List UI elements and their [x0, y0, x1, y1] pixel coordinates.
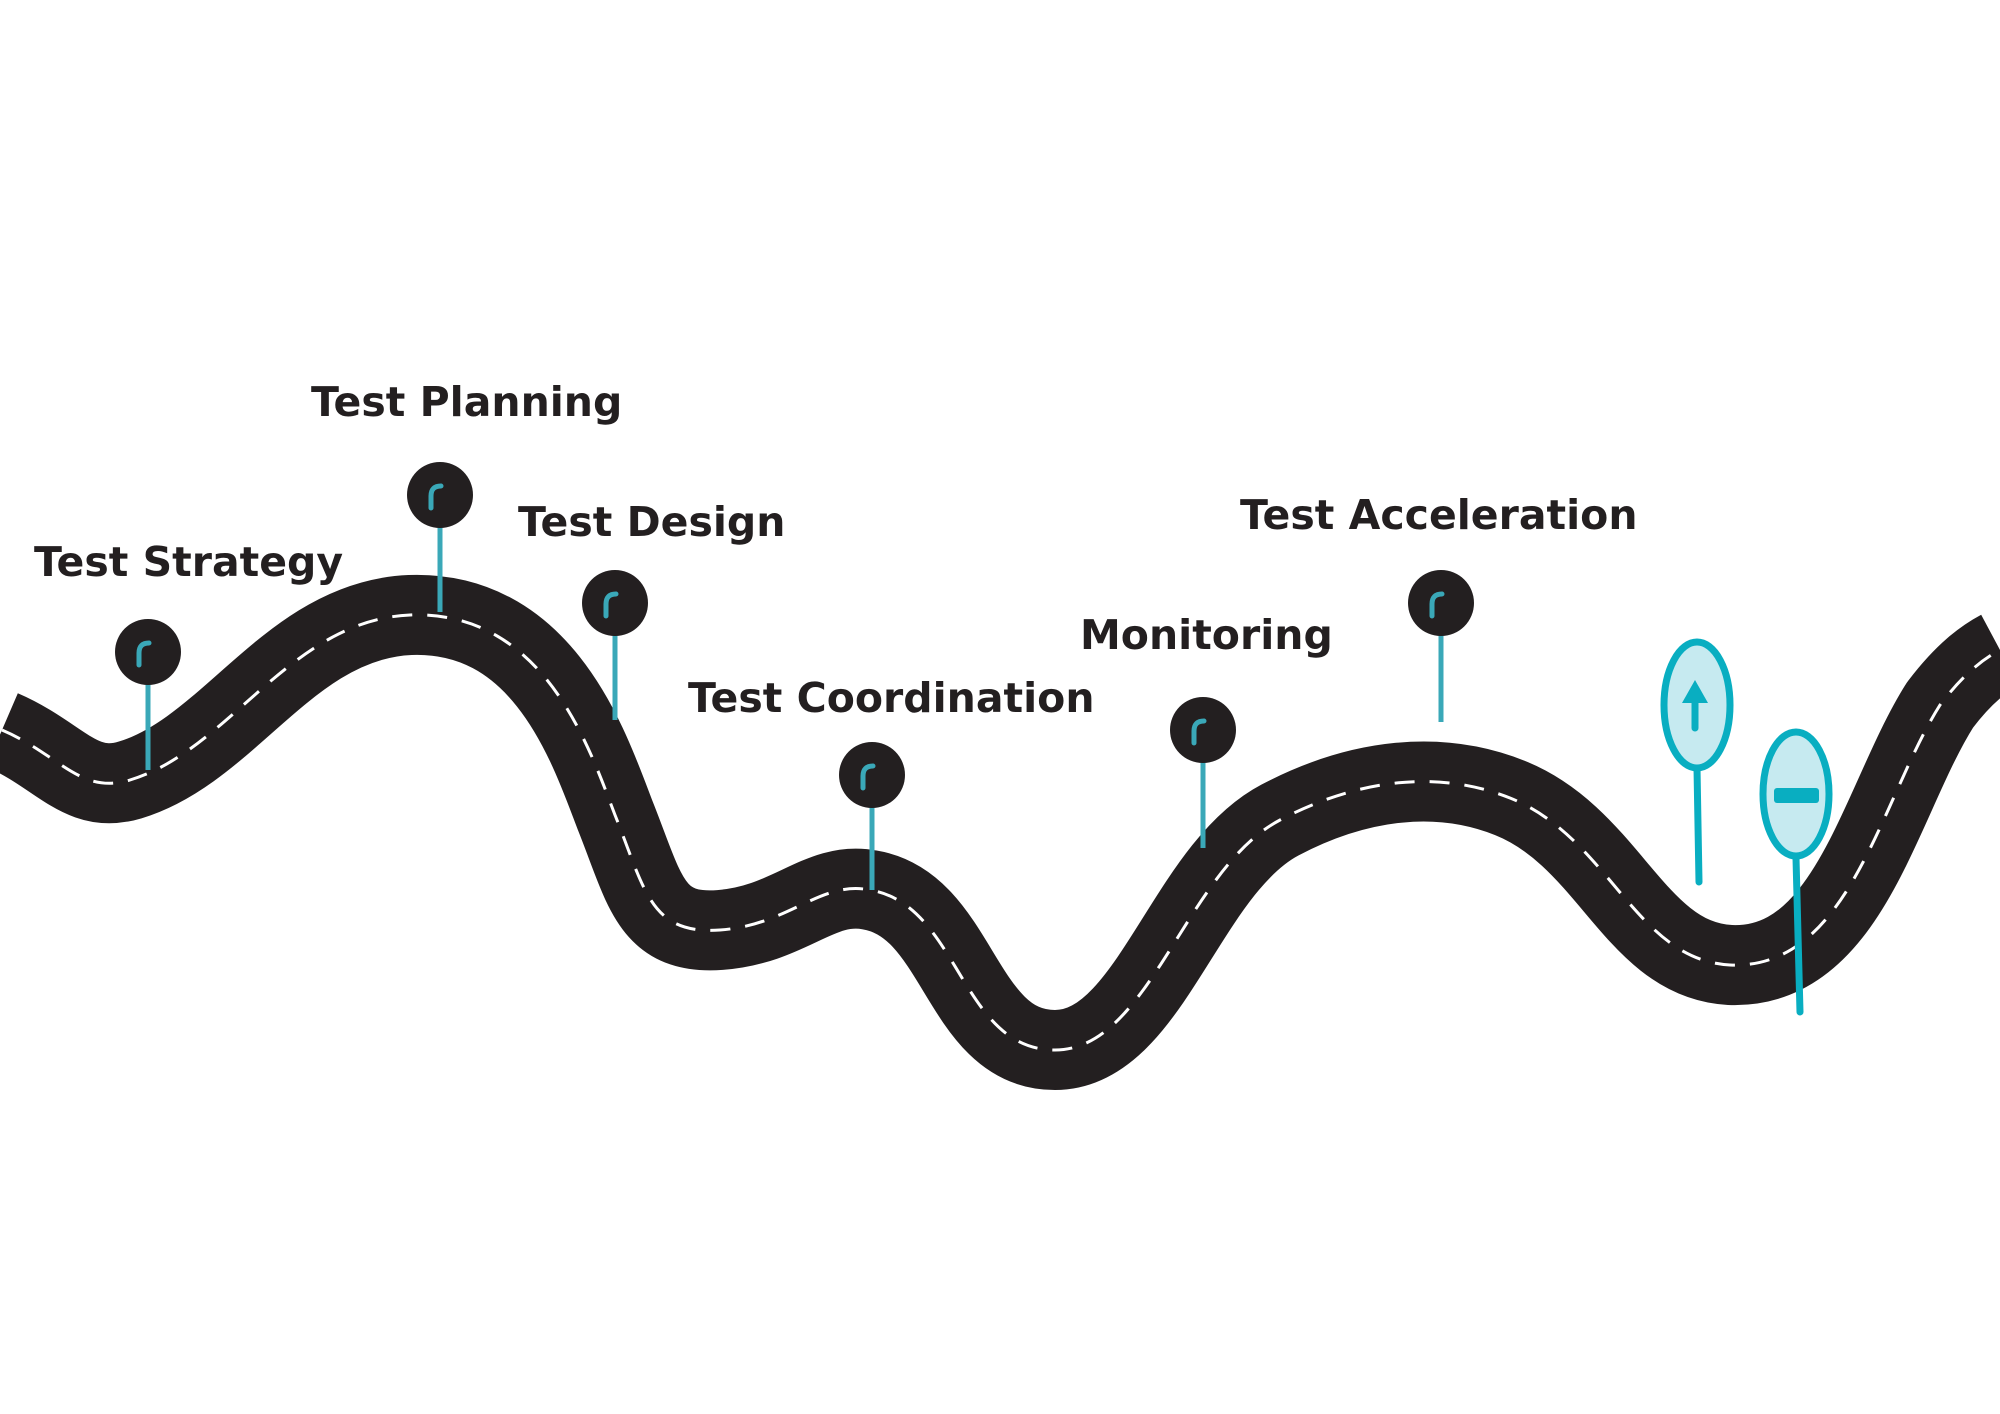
milestone-test-coordination: Test Coordination	[688, 674, 1095, 890]
milestone-test-acceleration: Test Acceleration	[1240, 491, 1638, 722]
no-entry-sign	[1759, 728, 1833, 1016]
map-pin-icon	[136, 640, 152, 668]
arrow-up-sign	[1660, 638, 1734, 886]
milestone-test-strategy: Test Strategy	[34, 538, 343, 770]
milestone-label: Test Planning	[311, 378, 622, 426]
road-center-line	[1, 613, 2000, 1052]
map-pin-icon	[1429, 591, 1445, 619]
milestone-monitoring: Monitoring	[1080, 611, 1333, 848]
map-pin-icon	[428, 483, 444, 511]
milestone-label: Test Design	[518, 498, 785, 546]
milestone-label: Test Strategy	[34, 538, 343, 586]
milestone-label: Test Acceleration	[1240, 491, 1638, 539]
map-pin-icon	[1191, 718, 1207, 746]
milestone-label: Monitoring	[1080, 611, 1333, 659]
milestone-test-planning: Test Planning	[311, 378, 622, 612]
no-entry-sign-icon	[1774, 788, 1819, 803]
milestone-test-design: Test Design	[518, 498, 785, 720]
map-pin-icon	[860, 763, 876, 791]
milestone-label: Test Coordination	[688, 674, 1095, 722]
arrow-up-sign-icon	[1682, 680, 1708, 732]
map-pin-icon	[603, 591, 619, 619]
